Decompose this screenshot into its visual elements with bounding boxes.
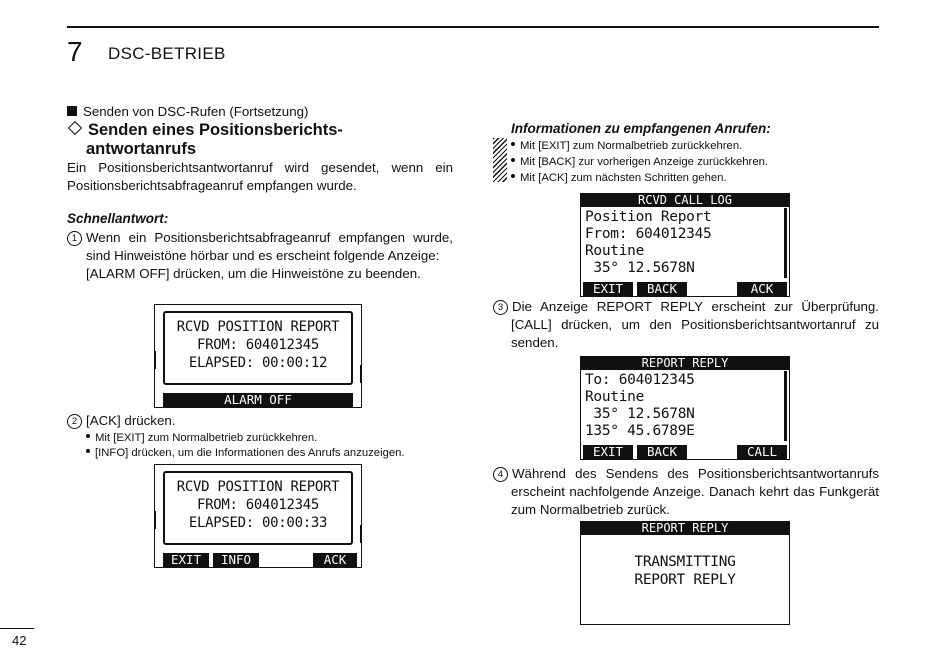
page-number: 42 bbox=[12, 633, 27, 648]
info-softkey[interactable]: INFO bbox=[213, 553, 259, 567]
step-2-bullet: [INFO] drücken, um die Informationen des… bbox=[86, 446, 405, 461]
info-title: Informationen zu empfangenen Anrufen: bbox=[511, 121, 771, 136]
info-bullet: Mit [ACK] zum nächsten Schritten gehen. bbox=[511, 171, 727, 186]
section-heading: Senden eines Positionsberichts- antworta… bbox=[67, 120, 343, 159]
lcd-line: FROM: 604012345 bbox=[197, 497, 319, 513]
lcd-line: To: 604012345 bbox=[585, 372, 695, 388]
lcd-title-bar: RCVD CALL LOG bbox=[581, 194, 789, 207]
lcd-line: From: 604012345 bbox=[585, 226, 712, 242]
intro-paragraph: Ein Positionsberichtsantwortanruf wird g… bbox=[67, 160, 453, 193]
step-1-number: 1 bbox=[67, 231, 82, 246]
lcd-line: 135° 45.6789E bbox=[585, 423, 695, 439]
header-rule bbox=[67, 26, 879, 28]
lcd-line: Routine bbox=[585, 243, 645, 259]
chapter-number: 7 bbox=[67, 36, 83, 67]
info-bullet: Mit [EXIT] zum Normalbetrieb zurückkehre… bbox=[511, 139, 742, 154]
step-2-number: 2 bbox=[67, 414, 82, 429]
lcd-line: Routine bbox=[585, 389, 645, 405]
call-softkey[interactable]: CALL bbox=[737, 445, 787, 459]
ack-softkey[interactable]: ACK bbox=[313, 553, 357, 567]
step-2: 2[ACK] drücken. bbox=[67, 412, 175, 430]
quick-reply-title: Schnellantwort: bbox=[67, 211, 169, 226]
back-softkey[interactable]: BACK bbox=[637, 445, 687, 459]
lcd-line: RCVD POSITION REPORT bbox=[176, 479, 340, 495]
lcd-line: 35° 12.5678N bbox=[585, 406, 695, 422]
section-label: Senden von DSC-Rufen (Fortsetzung) bbox=[67, 103, 308, 121]
back-softkey[interactable]: BACK bbox=[637, 282, 687, 296]
scrollbar bbox=[784, 371, 787, 441]
lcd-title-bar: REPORT REPLY bbox=[581, 522, 789, 535]
lcd-line: ELAPSED: 00:00:33 bbox=[188, 515, 328, 531]
lcd-screen-transmitting: REPORT REPLY TRANSMITTING REPORT REPLY bbox=[580, 521, 790, 625]
scrollbar bbox=[784, 208, 787, 278]
lcd-screen-call-log: RCVD CALL LOG Position Report From: 6040… bbox=[580, 193, 790, 297]
lcd-line: TRANSMITTING bbox=[634, 554, 736, 570]
lcd-line: RCVD POSITION REPORT bbox=[176, 319, 340, 335]
exit-softkey[interactable]: EXIT bbox=[583, 282, 633, 296]
exit-softkey[interactable]: EXIT bbox=[163, 553, 209, 567]
chapter-title: DSC-BETRIEB bbox=[108, 44, 226, 63]
step-2-bullet: Mit [EXIT] zum Normalbetrieb zurückkehre… bbox=[86, 431, 317, 446]
lcd-line: ELAPSED: 00:00:12 bbox=[188, 355, 328, 371]
lcd-screen-alarm: RCVD POSITION REPORT FROM: 604012345 ELA… bbox=[154, 304, 362, 408]
lcd-title-bar: REPORT REPLY bbox=[581, 357, 789, 370]
lcd-line: 35° 12.5678N bbox=[585, 260, 695, 276]
alarm-off-softkey[interactable]: ALARM OFF bbox=[163, 393, 353, 407]
lcd-line: FROM: 604012345 bbox=[197, 337, 319, 353]
info-hatch-mark bbox=[493, 138, 507, 182]
page-number-rule bbox=[0, 628, 34, 629]
lcd-line: Position Report bbox=[585, 209, 712, 225]
lcd-screen-report-reply: REPORT REPLY To: 604012345 Routine 35° 1… bbox=[580, 356, 790, 460]
info-bullet: Mit [BACK] zur vorherigen Anzeige zurück… bbox=[511, 155, 768, 170]
square-bullet-icon bbox=[67, 106, 77, 116]
step-3-number: 3 bbox=[493, 300, 508, 315]
diamond-icon bbox=[67, 120, 83, 136]
lcd-line: REPORT REPLY bbox=[634, 572, 736, 588]
lcd-screen-ack: RCVD POSITION REPORT FROM: 604012345 ELA… bbox=[154, 464, 362, 568]
step-4-number: 4 bbox=[493, 467, 508, 482]
exit-softkey[interactable]: EXIT bbox=[583, 445, 633, 459]
ack-softkey[interactable]: ACK bbox=[737, 282, 787, 296]
